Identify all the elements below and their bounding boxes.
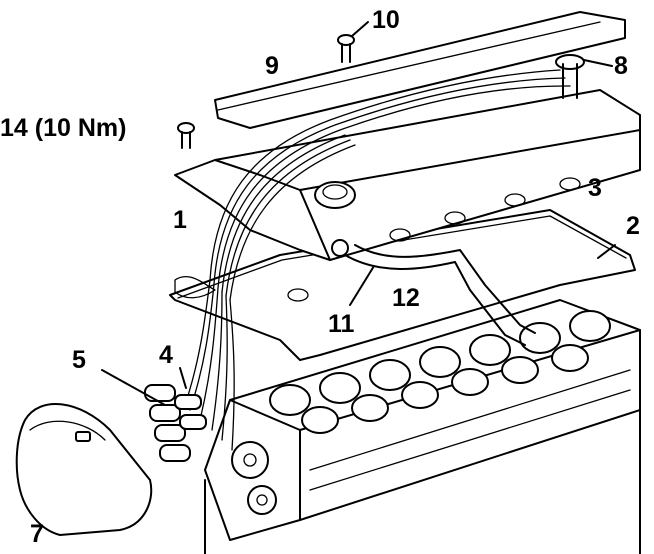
- camshaft-lobes: [269, 310, 611, 434]
- bolt-10: [337, 34, 355, 63]
- callout-2: 2: [626, 212, 640, 240]
- hose-connector: [331, 239, 349, 257]
- callout-8: 8: [614, 52, 628, 80]
- timing-cover: [15, 403, 153, 536]
- cover-bolt-holes: [287, 177, 581, 302]
- callout-10: 10: [372, 6, 400, 34]
- valve-cover-gasket: [169, 209, 636, 361]
- callout-5: 5: [72, 346, 86, 374]
- callout-7: 7: [30, 520, 44, 548]
- cylinder-head: [204, 299, 641, 554]
- callout-14: 14 (10 Nm): [0, 114, 127, 142]
- callout-3: 3: [588, 174, 602, 202]
- callout-4: 4: [159, 341, 173, 369]
- cylinder-head-cover: [174, 89, 641, 302]
- callout-9: 9: [265, 52, 279, 80]
- callout-1: 1: [173, 206, 187, 234]
- cam-gears: [231, 441, 277, 515]
- ignition-cover-strip: [214, 11, 626, 129]
- cap-nut: [555, 54, 585, 99]
- spark-plug-wires: [174, 69, 571, 451]
- callout-11: 11: [328, 310, 355, 338]
- bolt-14: [177, 122, 195, 149]
- spark-plug-connectors: [144, 384, 207, 462]
- callout-12: 12: [392, 284, 420, 312]
- breather-hose: [331, 239, 536, 346]
- oil-filler-cap: [314, 181, 356, 209]
- leader-lines: [101, 21, 616, 406]
